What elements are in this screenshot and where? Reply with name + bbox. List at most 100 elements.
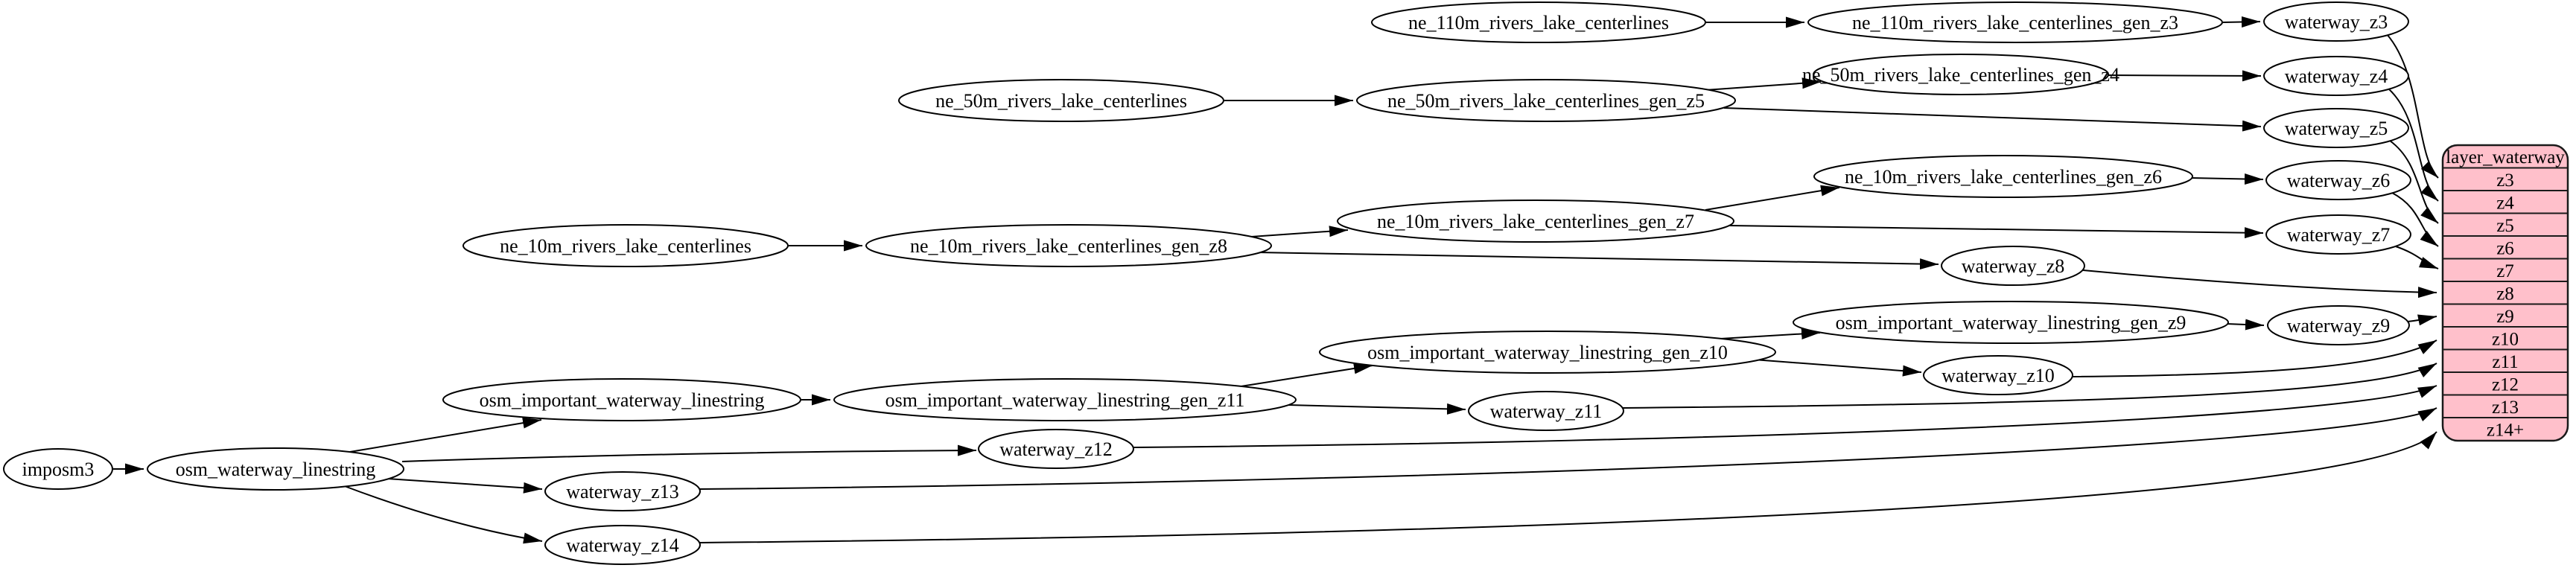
- node-waterway_z6-shape: [2265, 160, 2411, 200]
- node-ne_50m_rivers_lake_centerlines-shape: [898, 79, 1224, 122]
- node-waterway_z6-label: waterway_z6: [2287, 170, 2391, 191]
- node-waterway_z13-label: waterway_z13: [566, 481, 679, 502]
- node-osm_waterway_linestring-shape: [147, 447, 404, 491]
- edge-osm_waterway_linestring--waterway_z13: [387, 478, 543, 494]
- node-ne_50m_rivers_lake_centerlines_gen_z5: ne_50m_rivers_lake_centerlines_gen_z5: [1356, 79, 1736, 122]
- node-osm_important_waterway_linestring_gen_z10-shape: [1319, 331, 1776, 374]
- node-imposm3: imposm3: [3, 448, 113, 490]
- edge-waterway_z11--layer_waterway-z11: [1622, 363, 2437, 409]
- node-osm_important_waterway_linestring_gen_z9-shape: [1793, 301, 2229, 344]
- node-waterway_z6: waterway_z6: [2265, 160, 2411, 200]
- node-waterway_z4-shape: [2263, 56, 2409, 96]
- node-waterway_z10-shape: [1923, 355, 2073, 395]
- node-ne_50m_rivers_lake_centerlines_gen_z5-shape: [1356, 79, 1736, 122]
- node-ne_10m_rivers_lake_centerlines-shape: [462, 224, 789, 267]
- nodes: imposm3 osm_waterway_linestring osm_impo…: [3, 1, 2411, 565]
- node-waterway_z9-label: waterway_z9: [2287, 315, 2391, 336]
- edge-osm_waterway_linestring--osm_important_waterway_linestring: [349, 417, 542, 453]
- node-waterway_z5: waterway_z5: [2263, 108, 2409, 148]
- node-layer_waterway: layer_waterway z3 z4 z5 z6 z7 z8 z9 z10 …: [2441, 144, 2569, 442]
- edge-waterway_z8--layer_waterway-z8: [2082, 269, 2437, 299]
- node-waterway_z13-shape: [544, 471, 701, 511]
- edge-osm_important_waterway_linestring_gen_z9--waterway_z9: [2226, 319, 2265, 331]
- edge-waterway_z5--layer_waterway-z5: [2389, 140, 2439, 224]
- edge-ne_50m_rivers_lake_centerlines_gen_z5--waterway_z5: [1723, 107, 2262, 132]
- node-osm_important_waterway_linestring_gen_z11: osm_important_waterway_linestring_gen_z1…: [833, 378, 1297, 421]
- node-waterway_z8-shape: [1941, 246, 2085, 286]
- node-waterway_z3-shape: [2263, 1, 2409, 42]
- node-waterway_z11-shape: [1468, 391, 1624, 431]
- edge-ne_10m_rivers_lake_centerlines_gen_z8--ne_10m_rivers_lake_centerlines_gen_z7: [1250, 226, 1349, 237]
- node-ne_110m_rivers_lake_centerlines_gen_z3: ne_110m_rivers_lake_centerlines_gen_z3: [1807, 1, 2223, 43]
- node-ne_10m_rivers_lake_centerlines-label: ne_10m_rivers_lake_centerlines: [500, 235, 751, 257]
- node-waterway_z4: waterway_z4: [2263, 56, 2409, 96]
- node-waterway_z5-shape: [2263, 108, 2409, 148]
- layer_waterway-row-z14plus: z14+: [2487, 421, 2524, 441]
- node-waterway_z12: waterway_z12: [978, 429, 1134, 469]
- node-waterway_z11-label: waterway_z11: [1490, 401, 1603, 422]
- node-ne_110m_rivers_lake_centerlines_gen_z3-shape: [1807, 1, 2223, 43]
- edge-osm_waterway_linestring--waterway_z12: [401, 444, 977, 462]
- edge-osm_important_waterway_linestring_gen_z10--waterway_z10: [1753, 359, 1922, 377]
- node-waterway_z10-label: waterway_z10: [1941, 365, 2055, 386]
- node-waterway_z14-label: waterway_z14: [566, 535, 679, 556]
- node-osm_important_waterway_linestring_gen_z9-label: osm_important_waterway_linestring_gen_z9: [1836, 312, 2187, 334]
- edge-waterway_z7--layer_waterway-z7: [2393, 245, 2439, 269]
- node-ne_10m_rivers_lake_centerlines: ne_10m_rivers_lake_centerlines: [462, 224, 789, 267]
- node-waterway_z3-label: waterway_z3: [2285, 11, 2388, 33]
- edge-ne_10m_rivers_lake_centerlines_gen_z7--waterway_z7: [1729, 225, 2264, 239]
- layer_waterway-title: layer_waterway: [2446, 147, 2565, 167]
- node-layer_waterway-shape: [2441, 144, 2569, 442]
- node-ne_10m_rivers_lake_centerlines_gen_z6: ne_10m_rivers_lake_centerlines_gen_z6: [1813, 155, 2193, 198]
- node-ne_10m_rivers_lake_centerlines_gen_z7-shape: [1337, 200, 1734, 243]
- node-waterway_z9: waterway_z9: [2267, 305, 2410, 345]
- node-ne_10m_rivers_lake_centerlines_gen_z7-label: ne_10m_rivers_lake_centerlines_gen_z7: [1377, 211, 1694, 232]
- node-waterway_z7-shape: [2265, 214, 2411, 255]
- edge-waterway_z14--layer_waterway-z14plus: [699, 431, 2437, 543]
- node-waterway_z10: waterway_z10: [1923, 355, 2073, 395]
- node-waterway_z8-label: waterway_z8: [1962, 255, 2065, 277]
- node-ne_50m_rivers_lake_centerlines_gen_z4-shape: [1813, 54, 2109, 95]
- edge-waterway_z4--layer_waterway-z4: [2388, 88, 2439, 202]
- node-ne_110m_rivers_lake_centerlines-label: ne_110m_rivers_lake_centerlines: [1408, 12, 1669, 33]
- layer_waterway-row-z13: z13: [2492, 398, 2519, 418]
- node-waterway_z12-label: waterway_z12: [999, 438, 1113, 460]
- node-osm_important_waterway_linestring_gen_z9: osm_important_waterway_linestring_gen_z9: [1793, 301, 2229, 344]
- node-osm_important_waterway_linestring_gen_z10: osm_important_waterway_linestring_gen_z1…: [1319, 331, 1776, 374]
- edge-ne_50m_rivers_lake_centerlines_gen_z5--ne_50m_rivers_lake_centerlines_gen_z4: [1705, 77, 1822, 91]
- edge-osm_important_waterway_linestring_gen_z11--osm_important_waterway_linestring_gen_z10: [1235, 363, 1373, 388]
- node-ne_10m_rivers_lake_centerlines_gen_z8-label: ne_10m_rivers_lake_centerlines_gen_z8: [910, 235, 1227, 257]
- node-ne_10m_rivers_lake_centerlines_gen_z6-shape: [1813, 155, 2193, 198]
- edge-waterway_z13--layer_waterway-z13: [699, 407, 2437, 490]
- node-ne_110m_rivers_lake_centerlines: ne_110m_rivers_lake_centerlines: [1371, 1, 1706, 43]
- node-osm_waterway_linestring: osm_waterway_linestring: [147, 447, 404, 491]
- node-waterway_z4-label: waterway_z4: [2285, 66, 2388, 87]
- edge-ne_10m_rivers_lake_centerlines_gen_z6--waterway_z6: [2190, 173, 2264, 185]
- node-ne_50m_rivers_lake_centerlines-label: ne_50m_rivers_lake_centerlines: [935, 90, 1187, 112]
- node-waterway_z9-shape: [2267, 305, 2410, 345]
- node-waterway_z14: waterway_z14: [544, 525, 701, 565]
- node-waterway_z3: waterway_z3: [2263, 1, 2409, 42]
- node-osm_important_waterway_linestring-shape: [442, 378, 801, 421]
- node-ne_50m_rivers_lake_centerlines_gen_z4-label: ne_50m_rivers_lake_centerlines_gen_z4: [1802, 64, 2119, 86]
- node-ne_10m_rivers_lake_centerlines_gen_z6-label: ne_10m_rivers_lake_centerlines_gen_z6: [1845, 166, 2162, 188]
- node-ne_110m_rivers_lake_centerlines-shape: [1371, 1, 1706, 43]
- edge-osm_waterway_linestring--waterway_z14: [342, 485, 543, 544]
- edge-waterway_z12--layer_waterway-z12: [1132, 385, 2437, 448]
- node-waterway_z7: waterway_z7: [2265, 214, 2411, 255]
- node-ne_10m_rivers_lake_centerlines_gen_z8-shape: [865, 224, 1272, 267]
- node-osm_important_waterway_linestring: osm_important_waterway_linestring: [442, 378, 801, 421]
- edges: [113, 16, 2439, 544]
- node-osm_waterway_linestring-label: osm_waterway_linestring: [176, 459, 376, 480]
- node-osm_important_waterway_linestring-label: osm_important_waterway_linestring: [480, 389, 765, 411]
- layer_waterway-row-z10: z10: [2492, 330, 2519, 350]
- layer_waterway-row-z4: z4: [2496, 194, 2514, 214]
- edge-waterway_z10--layer_waterway-z10: [2071, 339, 2437, 377]
- layer_waterway-row-z11: z11: [2492, 352, 2518, 372]
- node-imposm3-shape: [3, 448, 113, 490]
- node-imposm3-label: imposm3: [22, 459, 95, 480]
- node-waterway_z11: waterway_z11: [1468, 391, 1624, 431]
- edge-osm_important_waterway_linestring_gen_z11--waterway_z11: [1288, 403, 1466, 415]
- layer_waterway-row-z12: z12: [2492, 375, 2519, 395]
